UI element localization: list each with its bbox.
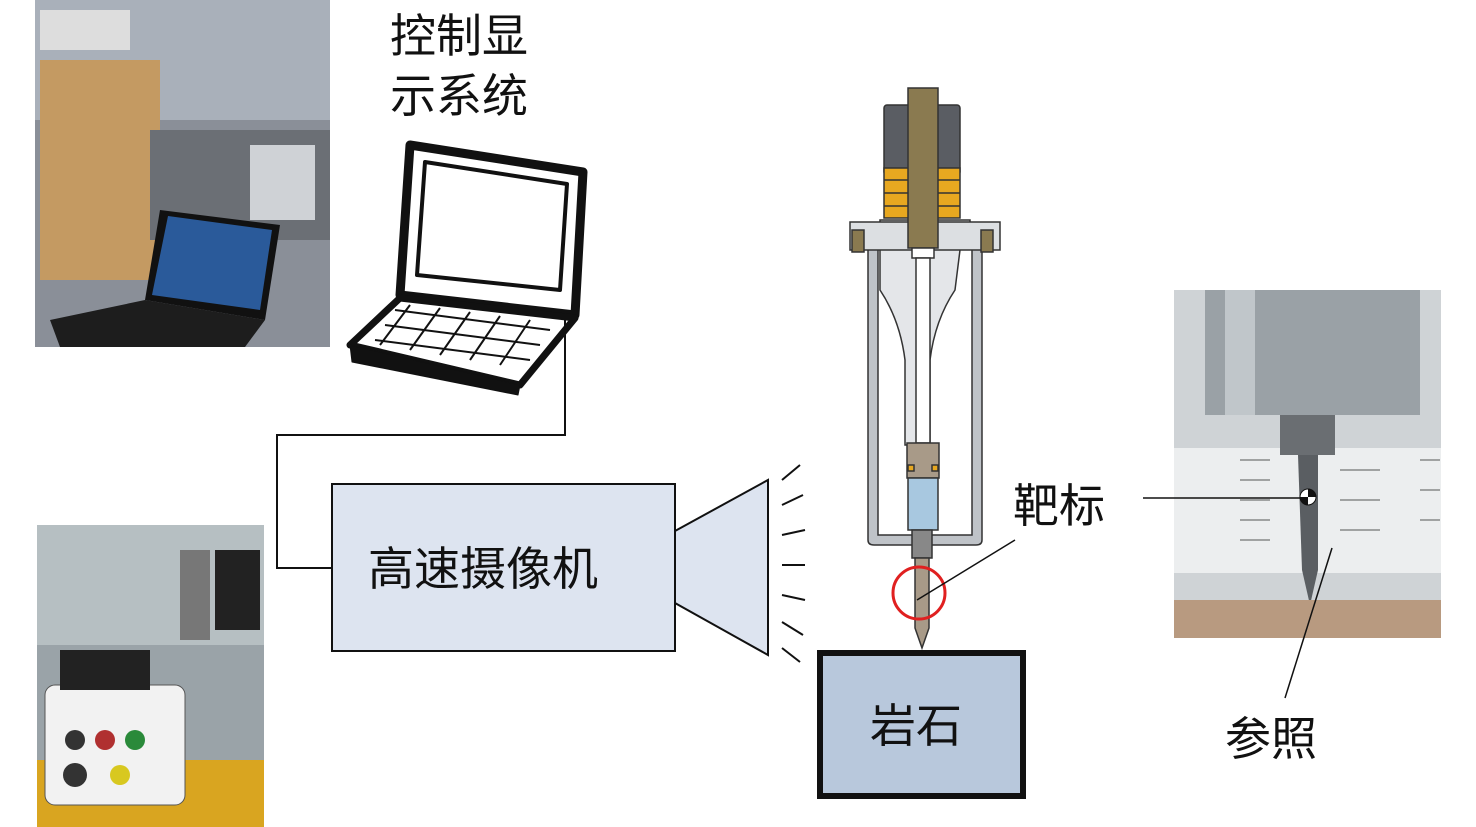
camera-rays	[781, 464, 806, 663]
label-target: 靶标	[1013, 479, 1105, 533]
impact-tool	[849, 87, 1001, 651]
label-control-line1: 控制显	[390, 9, 528, 63]
label-rock: 岩石	[870, 699, 962, 753]
laptop-icon	[346, 140, 588, 396]
label-reference: 参照	[1225, 712, 1317, 766]
target-highlight-circle	[891, 565, 947, 621]
high-speed-camera-box: 高速摄像机	[331, 478, 769, 657]
rock-box: 岩石	[817, 650, 1026, 799]
connection-cable	[276, 318, 566, 569]
reference-leader-line	[1284, 547, 1333, 699]
photo-target-closeup	[1174, 290, 1441, 638]
target-leader-line	[916, 539, 1016, 601]
label-control-line2: 示系统	[390, 69, 528, 123]
label-camera: 高速摄像机	[368, 542, 598, 596]
photo-high-speed-camera	[37, 525, 264, 827]
photo-lab-setup	[35, 0, 330, 347]
